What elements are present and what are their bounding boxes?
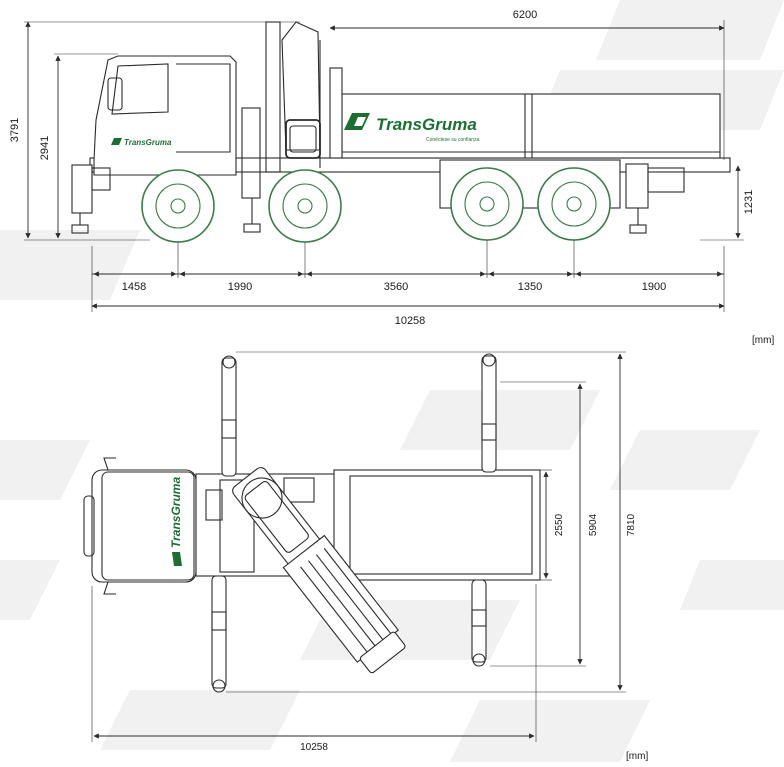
brand-tagline-bed: Conéctese su confianza: [426, 137, 480, 143]
dim-body-width: 2550: [554, 513, 565, 536]
front-outriggers: [211, 355, 237, 693]
dim-segment-4: 1350: [518, 281, 542, 293]
dim-segment-3: 3560: [384, 281, 408, 293]
cab-top: [83, 457, 197, 595]
dim-overall-top: 6200: [513, 9, 537, 21]
wheel-3: [450, 167, 524, 241]
dim-segment-2: 1990: [228, 281, 252, 293]
truck-cab: [71, 55, 237, 234]
brand-name-top: TransGruma: [169, 477, 183, 548]
rear-outrigger: [625, 163, 685, 234]
dim-rear-height: 1231: [743, 190, 755, 214]
wheel-1: [141, 169, 215, 243]
dim-outrigger-width-inner: 5904: [588, 513, 599, 536]
top-dimension-lines: [91, 351, 626, 742]
units-label-side: [mm]: [752, 335, 774, 346]
brand-name-cab: TransGruma: [124, 138, 172, 147]
units-label-top: [mm]: [626, 751, 648, 762]
brand-name-bed: TransGruma: [376, 115, 477, 134]
transgruma-logo-cab: [111, 138, 122, 145]
top-view: [83, 353, 541, 693]
dim-overall-length-top: 10258: [300, 742, 328, 753]
wheel-4: [537, 167, 611, 241]
dim-overall-length-side: 10258: [395, 315, 426, 327]
rear-outriggers: [471, 353, 497, 667]
side-dimension-lines: [24, 20, 744, 312]
dim-outrigger-width-total: 7810: [626, 513, 637, 536]
dim-segment-5: 1900: [642, 281, 666, 293]
cargo-bed-top: [333, 469, 541, 581]
transgruma-logo-top: [172, 552, 182, 566]
side-view: [71, 21, 731, 243]
dim-segment-1: 1458: [122, 281, 146, 293]
crane-boom-top: [232, 467, 406, 674]
dim-cab-height: 2941: [39, 136, 51, 160]
cargo-bed: [329, 67, 721, 159]
dim-total-height: 3791: [9, 118, 21, 142]
wheel-2: [268, 169, 342, 243]
wheels: [141, 167, 611, 243]
transgruma-logo-bed: [344, 113, 370, 130]
